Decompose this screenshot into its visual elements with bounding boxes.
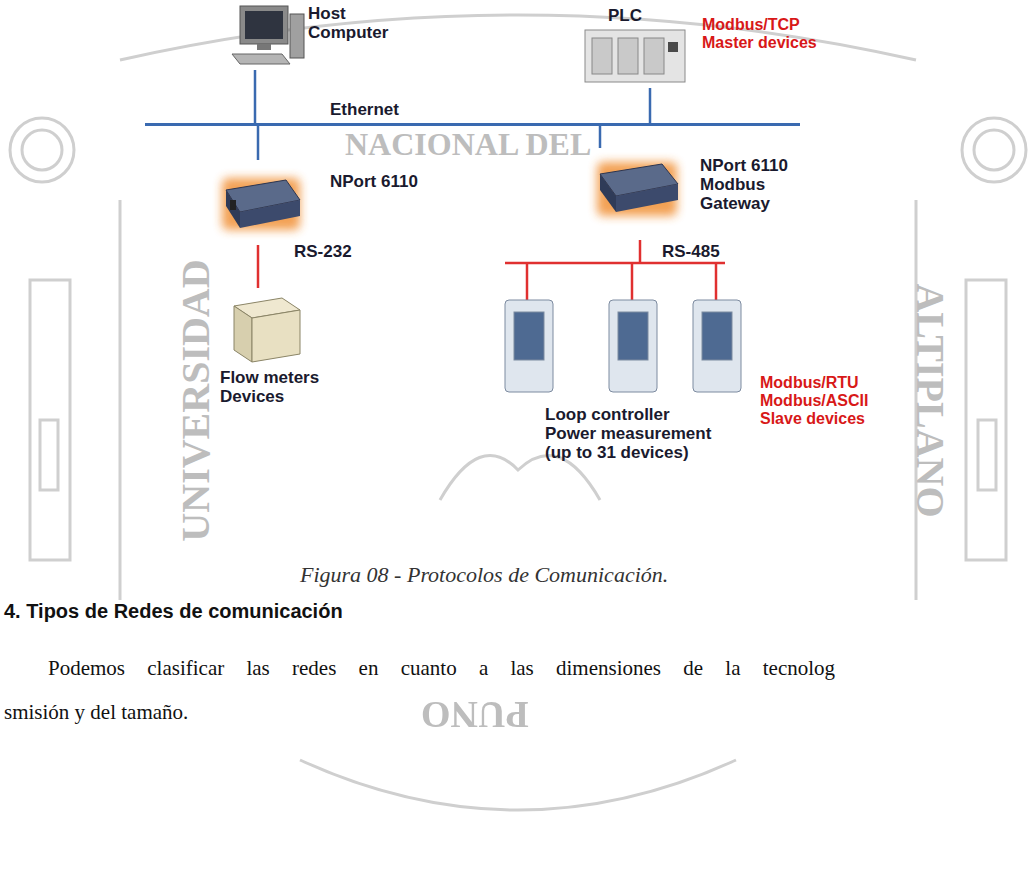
nport-icon-part	[222, 178, 300, 230]
seal-watermark-part	[974, 130, 1014, 170]
seal-watermark-part	[10, 118, 74, 182]
flow-meter-icon-part	[234, 306, 252, 362]
seal-watermark-part	[978, 420, 996, 490]
flow-meter-icon-part	[252, 310, 300, 362]
node-label: NPort 6110	[330, 172, 445, 191]
nport-icon-part	[240, 200, 300, 228]
host-computer: Host Computer	[228, 0, 428, 70]
plc-icon-part	[592, 38, 612, 74]
flow-meter-device: Flow meters Devices	[218, 288, 358, 410]
seal-watermark-part	[962, 118, 1026, 182]
node-label: PLC	[608, 6, 668, 25]
rs485-bus	[505, 263, 725, 300]
rs485-bus-part	[505, 262, 725, 265]
seal-watermark-part	[120, 200, 916, 600]
plc-icon-part	[644, 38, 664, 74]
nport-icon	[222, 178, 300, 230]
node-label: Ethernet	[330, 100, 450, 119]
seal-watermark	[10, 15, 1026, 810]
plc-icon-part	[668, 42, 678, 52]
seal-watermark-part	[120, 15, 916, 60]
nport-gateway-icon-part	[600, 174, 616, 212]
nport-gateway-icon-part	[616, 184, 678, 212]
connector	[599, 125, 602, 149]
node-label: NPort 6110 Modbus Gateway	[700, 156, 818, 213]
slave-device-icon-part	[702, 312, 732, 360]
nport-gateway-icon	[597, 162, 678, 216]
plc: PLC	[578, 4, 693, 88]
body-text: smisión y del tamaño.	[4, 700, 188, 725]
connector	[257, 125, 260, 161]
host-computer-icon	[232, 6, 304, 64]
watermark: PUNO	[421, 693, 529, 737]
connector	[257, 245, 260, 288]
nport-icon-part	[226, 190, 240, 228]
host-computer-icon-part	[257, 44, 271, 50]
slave-device-icon-part	[618, 312, 648, 360]
nport-icon-part	[230, 200, 236, 210]
interface-label: RS-232	[294, 242, 352, 261]
seal-watermark-part	[300, 760, 736, 810]
interface-label: RS-485	[662, 242, 720, 261]
watermark: NACIONAL DEL	[345, 126, 591, 163]
seal-watermark-part	[30, 280, 70, 560]
serial-server: NPort 6110	[215, 160, 450, 245]
slave-device-icon	[505, 300, 741, 392]
rs485-bus-part	[715, 263, 718, 300]
body-text: Podemos clasificar las redes en cuanto a…	[48, 656, 835, 681]
slave-device-icon-part	[693, 300, 741, 392]
host-computer-icon-part	[240, 6, 288, 44]
watermark: UNIVERSIDAD	[171, 259, 218, 541]
watermark: ALTIPLANO	[906, 283, 953, 517]
node-label: Flow meters Devices	[220, 368, 350, 406]
nport-gateway-icon-part	[597, 162, 677, 216]
node-label: Host Computer	[308, 4, 400, 42]
plc-icon	[585, 30, 685, 82]
node-label: Loop controller Power measurement (up to…	[545, 405, 725, 462]
modbus-gateway: NPort 6110 Modbus Gateway	[588, 148, 848, 240]
slave-device-group: Loop controller Power measurement (up to…	[495, 262, 755, 467]
connector	[649, 88, 652, 125]
section-heading: 4. Tipos de Redes de comunicación	[4, 600, 343, 622]
host-computer-icon-part	[245, 11, 283, 39]
slave-device-icon-part	[505, 300, 553, 392]
host-computer-icon-part	[232, 54, 290, 64]
figure-caption: Figura 08 - Protocolos de Comunicación.	[300, 562, 668, 588]
seal-watermark-part	[440, 455, 600, 500]
ethernet-bus: Ethernet	[145, 98, 800, 126]
seal-watermark-part	[40, 420, 58, 490]
connector	[639, 240, 642, 262]
slave-device-icon-part	[609, 300, 657, 392]
seal-watermark-part	[22, 130, 62, 170]
protocol-note: Modbus/TCP Master devices	[702, 16, 852, 52]
flow-meter-icon	[234, 298, 300, 362]
host-computer-icon-part	[290, 14, 304, 58]
slave-device-icon-part	[514, 312, 544, 360]
seal-watermark-part	[966, 280, 1006, 560]
protocol-note: Modbus/RTU Modbus/ASCII Slave devices	[760, 374, 905, 428]
rs485-bus-part	[526, 263, 529, 300]
plc-icon-part	[585, 30, 685, 82]
plc-icon-part	[618, 38, 638, 74]
rs485-bus-part	[631, 263, 634, 300]
